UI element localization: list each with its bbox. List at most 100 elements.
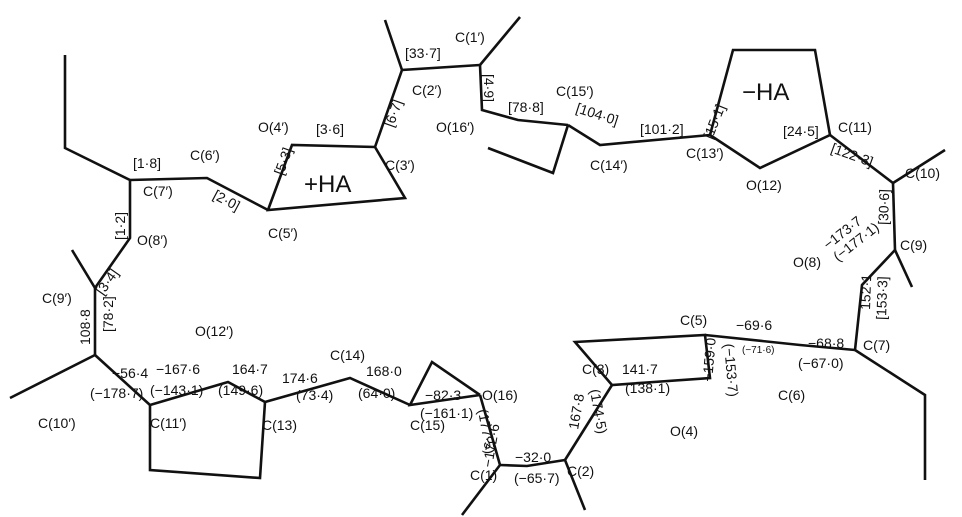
- torsion-c7-c9: 152·1: [857, 274, 874, 311]
- bond-c2-methyl: [563, 459, 587, 511]
- torsion-c13-c14: 174·6: [282, 370, 318, 386]
- bond-skeleton: [9, 16, 946, 516]
- torsion-c3-o4: 141·7: [622, 361, 658, 377]
- ring-c11p-c13-bonds: [148, 380, 267, 480]
- torsion-c2p-c3p: [6·7]: [381, 97, 406, 129]
- atom-c11: C(11): [838, 119, 872, 135]
- atom-c2: C(2): [567, 463, 594, 479]
- bond-c9p-methyl: [70, 249, 97, 289]
- atom-o12: O(12): [746, 177, 782, 193]
- atom-c13p: C(13′): [686, 145, 724, 161]
- bond-c15-branch: [407, 360, 481, 407]
- bond-c7p-c6p-c5p: [129, 176, 269, 212]
- atom-o12p: O(12′): [195, 323, 233, 339]
- atom-c2p: C(2′): [412, 82, 442, 98]
- torsion-c13p-o12: [15·1]: [700, 102, 728, 141]
- bond-c15p-ethyl: [487, 124, 570, 175]
- torsion-c2p-c1p: [33·7]: [405, 45, 441, 61]
- bond-c7-ethyl: [854, 348, 927, 480]
- atom-c11p: C(11′): [150, 415, 187, 431]
- torsion-c6-c7: −68·8: [808, 335, 844, 351]
- torsion-c5-c6: −69·6: [736, 317, 772, 333]
- atom-c7p: C(7′): [143, 183, 173, 199]
- atom-c1: C(1): [470, 467, 497, 483]
- torsion-paren-c11p-o12p: (−143·1): [150, 382, 203, 398]
- atom-o4p: O(4′): [258, 119, 289, 135]
- torsion-c10p-c11p: 108·8: [77, 309, 93, 345]
- torsion-paren-c13-c14: (73·4): [296, 387, 333, 403]
- atom-o16p: O(16′): [436, 119, 474, 135]
- atom-o8p: O(8′): [137, 232, 168, 248]
- torsion-paren-c3-o4: (138·1): [625, 380, 670, 396]
- atom-c5: C(5): [680, 312, 707, 328]
- torsion-paren-c6-c7: (−67·0): [798, 355, 844, 371]
- atom-c10: C(10): [905, 165, 940, 181]
- torsion-o12-c11: [24·5]: [783, 123, 819, 139]
- bond-ethyl-top-left: [63, 55, 131, 182]
- torsion-c15p-c14p: [104·0]: [574, 100, 620, 129]
- torsion-c6p-c7p: [1·8]: [133, 155, 161, 171]
- atom-labels: C(1′) C(2′) C(3′) O(4′) C(5′) C(6′) C(7′…: [38, 29, 940, 483]
- torsion-paren-c5-c6-small: (−71·6): [742, 345, 775, 356]
- torsion-paren-o12p-c13: (149·6): [218, 382, 263, 398]
- torsion-c14p-c13p: [101·2]: [640, 121, 684, 137]
- ring-c3-c5-bonds: [572, 333, 712, 387]
- torsion-o4-c5-a: −159·0: [699, 337, 719, 382]
- torsion-paren-c2-c3: (174·5): [587, 388, 611, 435]
- ring-minus-ha-bonds: [708, 48, 832, 170]
- torsion-c2-c3: 167·8: [565, 392, 587, 430]
- atom-c15p: C(15′): [556, 83, 594, 99]
- bond-c3-c2: [563, 384, 614, 461]
- torsion-paren-o4-c5: (−153·7): [721, 343, 742, 398]
- atom-c9: C(9): [900, 237, 927, 253]
- atom-c3: C(3): [582, 361, 609, 377]
- bond-c1p-o16p-c15p: [478, 64, 569, 127]
- bond-c2-c1-chain: [499, 458, 566, 468]
- torsion-c10-c9: [30·6]: [875, 189, 892, 225]
- atom-c14: C(14): [330, 347, 365, 363]
- atom-c9p: C(9′): [42, 290, 72, 306]
- bond-c15p-c14p-c13p: [567, 123, 711, 147]
- torsion-o4p-c5p: [5·3]: [271, 145, 296, 177]
- bond-c2p-methyl: [383, 19, 404, 71]
- torsions-plain: 108·8 −56·4 −167·6 164·7 174·6 168·0 −82…: [77, 213, 874, 469]
- torsion-c1p-o16p: [4·9]: [481, 74, 497, 102]
- atom-c5p: C(5′): [268, 225, 298, 241]
- torsion-c9p-c10p: [78·2]: [100, 296, 116, 332]
- atom-c6p: C(6′): [190, 147, 220, 163]
- atom-o4: O(4): [670, 423, 698, 439]
- atom-c6: C(6): [778, 387, 805, 403]
- atom-c10p: C(10′): [38, 415, 76, 431]
- atom-c13: C(13): [262, 417, 297, 433]
- bond-c1-methyl: [460, 464, 502, 516]
- bond-c7-c6-c5: [704, 333, 856, 352]
- torsion-o12p-c13: 164·7: [232, 361, 268, 377]
- torsion-c11p-o12p-b: −167·6: [156, 361, 200, 377]
- bond-c10-c9: [891, 182, 897, 251]
- torsion-c9-c7: [153·3]: [873, 276, 891, 320]
- bond-c1-o16: [478, 394, 502, 466]
- bond-c10-methyl: [892, 148, 946, 185]
- torsion-paren-c10p-c11p: (−178·7): [90, 385, 143, 401]
- torsion-paren-c14-c15: (64·0): [358, 385, 395, 401]
- torsion-o16p-c15p: [78·8]: [508, 99, 544, 115]
- ring-label-plus-ha: +HA: [304, 171, 351, 198]
- torsion-c3p-o4p: [3·6]: [316, 121, 344, 137]
- torsion-c14-c15: 168·0: [366, 363, 402, 379]
- bond-c10p-methyl: [9, 353, 96, 400]
- bond-c11p-c10p: [94, 354, 151, 406]
- atom-o16: O(16): [482, 387, 518, 403]
- bond-c7p-o8p-c9p: [93, 180, 132, 289]
- ring-label-minus-ha: −HA: [742, 79, 789, 106]
- torsion-c11-c10: [122·3]: [829, 140, 875, 170]
- torsion-paren-c15-o16: (−161·1): [420, 405, 473, 421]
- bond-c1p-methyl: [479, 16, 521, 66]
- atom-c14p: C(14′): [590, 157, 628, 173]
- torsion-c11p-o12p-a: −56·4: [112, 365, 148, 381]
- torsion-o16-c1: −172·6: [479, 422, 502, 468]
- bond-c9-methyl: [893, 249, 914, 288]
- atom-o8: O(8): [793, 254, 821, 270]
- bond-c9-o8-c7: [853, 249, 896, 351]
- torsion-c7p-o8p: [1·2]: [112, 212, 128, 240]
- torsion-paren-c1-c2: (−65·7): [514, 470, 560, 486]
